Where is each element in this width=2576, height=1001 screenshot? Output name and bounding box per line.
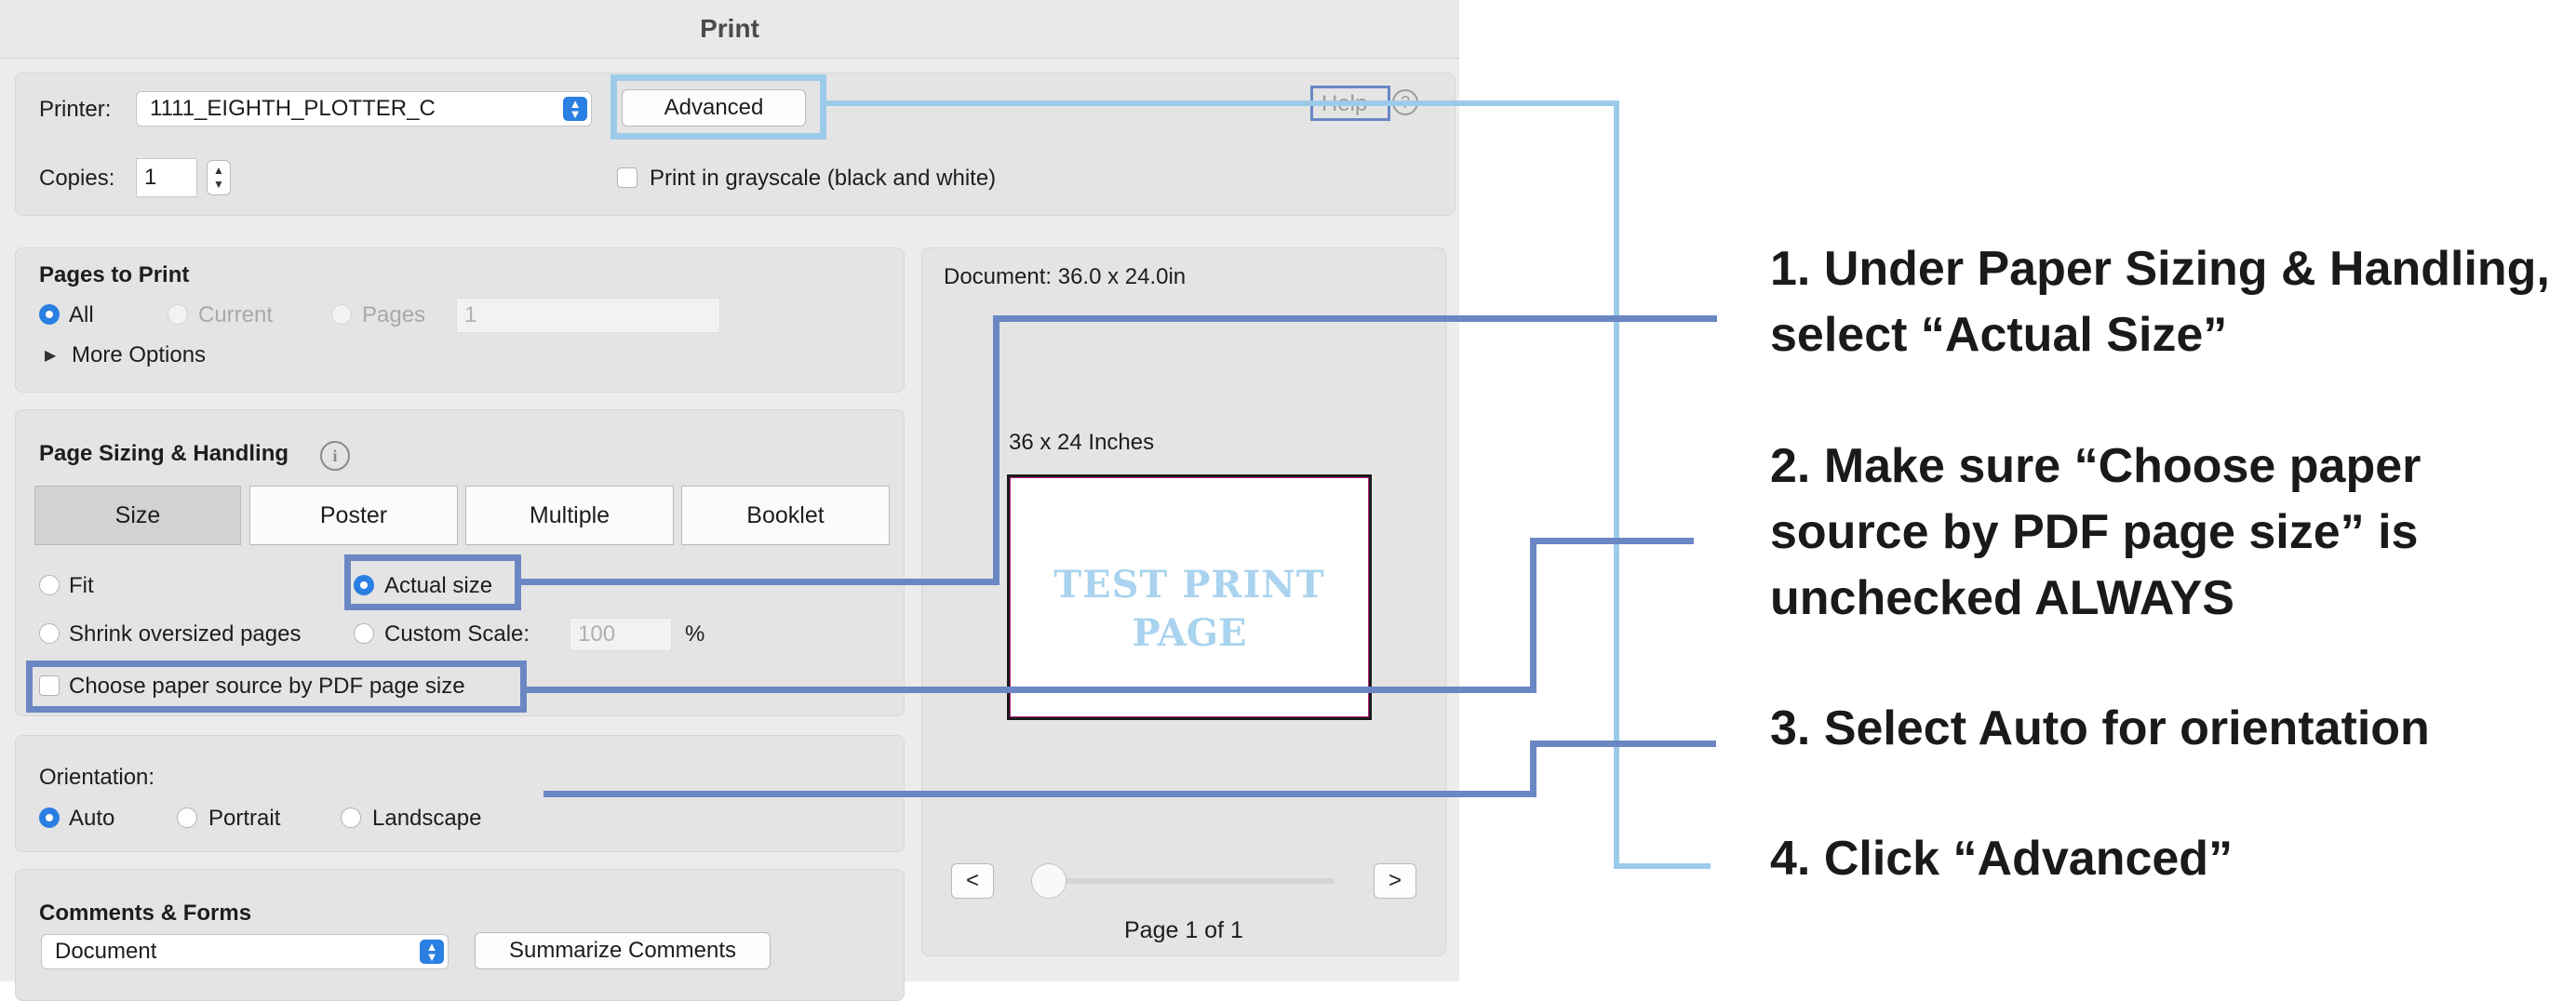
orientation-connector-end [1530, 741, 1716, 747]
instruction-step2-line3: unchecked ALWAYS [1770, 571, 2234, 625]
page-sizing-heading: Page Sizing & Handling [39, 441, 289, 466]
orientation-connector-vertical [1530, 741, 1536, 797]
printer-label: Printer: [39, 97, 112, 122]
copies-field[interactable]: 1 [136, 158, 197, 197]
orientation-auto-radio[interactable] [39, 807, 60, 828]
actual-size-label: Actual size [384, 573, 493, 598]
instruction-step4: 4. Click “Advanced” [1770, 832, 2234, 886]
prev-page-button[interactable]: < [951, 863, 994, 899]
printer-select[interactable]: 1111_EIGHTH_PLOTTER_C ▲▼ [136, 91, 592, 127]
pages-current-radio[interactable] [168, 304, 188, 325]
custom-scale-radio[interactable] [354, 623, 374, 644]
document-size-label: Document: 36.0 x 24.0in [944, 264, 1187, 289]
printer-select-value: 1111_EIGHTH_PLOTTER_C [150, 96, 436, 121]
instruction-step2: 2. Make sure “Choose paper source by PDF… [1770, 434, 2421, 632]
instruction-step2-line1: 2. Make sure “Choose paper [1770, 439, 2422, 493]
preview-text-line2: PAGE [1132, 611, 1247, 655]
shrink-radio[interactable] [39, 623, 60, 644]
paper-source-highlight [26, 661, 527, 713]
pages-all-radio[interactable] [39, 304, 60, 325]
instruction-step2-line2: source by PDF page size” is [1770, 505, 2419, 559]
advanced-connector-vertical [1614, 100, 1619, 869]
percent-label: % [685, 621, 705, 647]
next-page-button[interactable]: > [1374, 863, 1416, 899]
actual-size-connector [521, 579, 1000, 585]
tab-poster[interactable]: Poster [249, 486, 458, 545]
advanced-connector-end [1614, 863, 1711, 869]
disclosure-triangle-icon[interactable]: ▶ [45, 348, 57, 364]
copies-label: Copies: [39, 166, 115, 191]
instruction-step1: 1. Under Paper Sizing & Handling, select… [1770, 236, 2550, 368]
pages-to-print-heading: Pages to Print [39, 262, 190, 287]
custom-scale-field[interactable]: 100 [570, 618, 672, 651]
advanced-highlight [610, 74, 826, 140]
tab-size[interactable]: Size [34, 486, 241, 545]
paper-source-connector [527, 687, 1536, 693]
actual-size-connector-vertical [993, 315, 1000, 585]
paper-source-label: Choose paper source by PDF page size [69, 674, 465, 699]
orientation-auto-label: Auto [69, 806, 115, 831]
pages-range-radio[interactable] [331, 304, 352, 325]
actual-size-highlight [344, 554, 521, 610]
paper-source-connector-vertical [1530, 538, 1536, 693]
page-size-label: 36 x 24 Inches [1009, 430, 1155, 455]
page-indicator: Page 1 of 1 [1124, 917, 1243, 943]
chevron-updown-icon: ▲▼ [420, 940, 444, 964]
pages-current-label: Current [198, 302, 274, 327]
instruction-step1-line1: 1. Under Paper Sizing & Handling, [1770, 242, 2550, 296]
shrink-label: Shrink oversized pages [69, 621, 302, 647]
advanced-connector [826, 100, 1619, 106]
print-dialog: Print Printer: 1111_EIGHTH_PLOTTER_C ▲▼ … [0, 0, 1459, 1001]
actual-size-radio[interactable] [354, 575, 374, 595]
orientation-portrait-radio[interactable] [177, 807, 197, 828]
orientation-landscape-label: Landscape [372, 806, 482, 831]
paper-source-checkbox[interactable] [39, 675, 60, 696]
paper-source-connector-end [1530, 538, 1694, 544]
summarize-comments-button[interactable]: Summarize Comments [475, 932, 771, 969]
fit-label: Fit [69, 573, 94, 598]
pages-range-label: Pages [362, 302, 426, 327]
advanced-button[interactable]: Advanced [622, 89, 806, 127]
comments-heading: Comments & Forms [39, 901, 252, 926]
page-preview: TEST PRINT PAGE [1007, 474, 1372, 720]
grayscale-checkbox[interactable] [617, 167, 637, 188]
page-slider-thumb[interactable] [1031, 863, 1067, 899]
pages-all-label: All [69, 302, 94, 327]
chevron-updown-icon: ▲▼ [563, 97, 587, 121]
tab-booklet[interactable]: Booklet [681, 486, 890, 545]
tab-multiple[interactable]: Multiple [465, 486, 674, 545]
instruction-step3: 3. Select Auto for orientation [1770, 701, 2430, 755]
preview-text-line1: TEST PRINT [1053, 563, 1325, 607]
actual-size-connector-end [993, 315, 1717, 322]
grayscale-label: Print in grayscale (black and white) [650, 166, 997, 191]
custom-scale-label: Custom Scale: [384, 621, 530, 647]
orientation-portrait-label: Portrait [208, 806, 281, 831]
fit-radio[interactable] [39, 575, 60, 595]
instruction-step1-line2: select “Actual Size” [1770, 308, 2228, 362]
comments-select[interactable]: Document ▲▼ [41, 934, 449, 969]
orientation-connector [543, 791, 1536, 797]
comments-select-value: Document [55, 939, 157, 964]
dialog-title: Print [0, 0, 1459, 59]
orientation-heading: Orientation: [39, 765, 155, 790]
copies-stepper[interactable]: ▲▼ [207, 160, 231, 195]
more-options-label[interactable]: More Options [72, 342, 207, 367]
orientation-landscape-radio[interactable] [341, 807, 361, 828]
pages-range-field[interactable]: 1 [456, 298, 720, 333]
page-slider-track[interactable] [1031, 878, 1335, 884]
info-icon[interactable]: i [320, 441, 350, 471]
